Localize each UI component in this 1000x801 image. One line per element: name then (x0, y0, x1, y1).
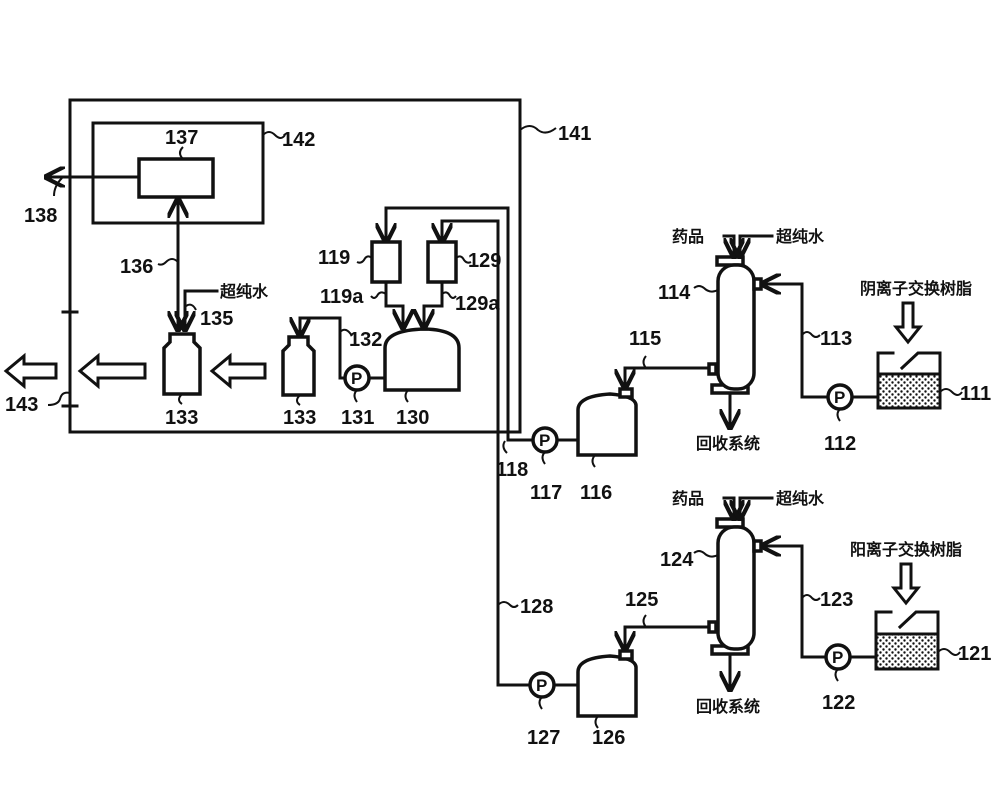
label-129a: 129a (455, 293, 500, 315)
label-recovery-top: 回收系统 (696, 434, 760, 453)
output-line-138: 138 (24, 177, 141, 227)
analyzer-137: 137 (137, 127, 215, 199)
flow-arrow-icon (3, 352, 58, 390)
label-118: 118 (496, 459, 528, 481)
flow-arrow-icon (77, 352, 147, 390)
sample-line-136: 136 (120, 199, 178, 330)
line-118: 118 (496, 438, 542, 687)
pump-122[interactable]: P 122 (822, 643, 878, 714)
label-135: 135 (200, 308, 233, 330)
pump-117[interactable]: P 117 (530, 426, 580, 504)
pump-icon: P (834, 388, 845, 407)
label-ultrapure-water-bottom: 超纯水 (775, 489, 825, 508)
label-126: 126 (592, 727, 625, 749)
pump-131[interactable]: P 131 (338, 364, 387, 429)
label-111: 111 (960, 383, 991, 405)
label-128: 128 (520, 596, 553, 618)
label-133-left: 133 (165, 407, 198, 429)
label-136: 136 (120, 256, 153, 278)
label-137: 137 (165, 127, 198, 149)
hollow-arrows (3, 352, 267, 390)
pump-127[interactable]: P 127 (527, 671, 580, 749)
label-114: 114 (658, 282, 691, 304)
resin-tank-121: 阳离子交换树脂 121 (850, 540, 991, 671)
label-122: 122 (822, 692, 855, 714)
label-130: 130 (396, 407, 429, 429)
label-117: 117 (530, 482, 562, 504)
label-116: 116 (580, 482, 612, 504)
label-ultrapure-water-top: 超纯水 (775, 227, 825, 246)
filter-129: 129 129a (424, 219, 501, 442)
label-119: 119 (318, 247, 350, 269)
bottle-133-right: 133 (281, 335, 316, 429)
label-127: 127 (527, 727, 560, 749)
label-133-right: 133 (283, 407, 316, 429)
outlet-143: 143 (5, 391, 71, 416)
resin-feed-arrow-icon (890, 562, 922, 606)
label-ultrapure-water-left: 超纯水 (219, 282, 269, 301)
label-119a: 119a (320, 286, 364, 308)
flow-arrow-icon (209, 352, 267, 390)
line-128: 128 (497, 596, 553, 618)
line-115: 115 (625, 328, 714, 388)
label-129: 129 (468, 250, 501, 272)
filter-119: 119 119a (318, 206, 510, 442)
label-141: 141 (558, 123, 591, 145)
pump-icon: P (351, 369, 362, 388)
label-recovery-bottom: 回收系统 (696, 697, 760, 716)
label-anion-resin: 阴离子交换树脂 (860, 279, 972, 298)
label-chemicals-top: 药品 (672, 227, 704, 246)
label-143: 143 (5, 394, 38, 416)
label-121: 121 (958, 643, 991, 665)
pump-112[interactable]: P 112 (824, 383, 880, 455)
tank-126: 126 (576, 649, 638, 749)
label-115: 115 (629, 328, 661, 350)
line-113: 113 (762, 284, 852, 399)
frame-141: 141 (61, 98, 591, 434)
ion-exchange-column-124: 124 药品 超纯水 回收系统 (660, 489, 825, 716)
resin-feed-arrow-icon (892, 301, 924, 345)
pump-icon: P (832, 648, 843, 667)
line-132: 132 (300, 316, 382, 380)
tank-116: 116 (576, 387, 638, 504)
pump-icon: P (536, 676, 547, 695)
label-131: 131 (341, 407, 374, 429)
ultrapure-line-135: 超纯水 135 (185, 282, 269, 330)
pump-icon: P (539, 431, 550, 450)
label-112: 112 (824, 433, 856, 455)
label-123: 123 (820, 589, 853, 611)
ion-exchange-column-114: 114 药品 超纯水 回收系统 (658, 227, 825, 453)
line-125: 125 (625, 589, 714, 650)
label-cation-resin: 阳离子交换树脂 (850, 540, 962, 559)
mix-tank-130: 130 (383, 327, 461, 429)
label-chemicals-bottom: 药品 (672, 489, 704, 508)
bottle-133-left: 133 (162, 332, 202, 429)
label-124: 124 (660, 549, 694, 571)
label-132: 132 (349, 329, 382, 351)
label-125: 125 (625, 589, 658, 611)
label-142: 142 (282, 129, 315, 151)
label-138: 138 (24, 205, 57, 227)
label-113: 113 (820, 328, 852, 350)
resin-tank-111: 阴离子交换树脂 111 (860, 279, 991, 410)
line-123: 123 (762, 546, 853, 659)
